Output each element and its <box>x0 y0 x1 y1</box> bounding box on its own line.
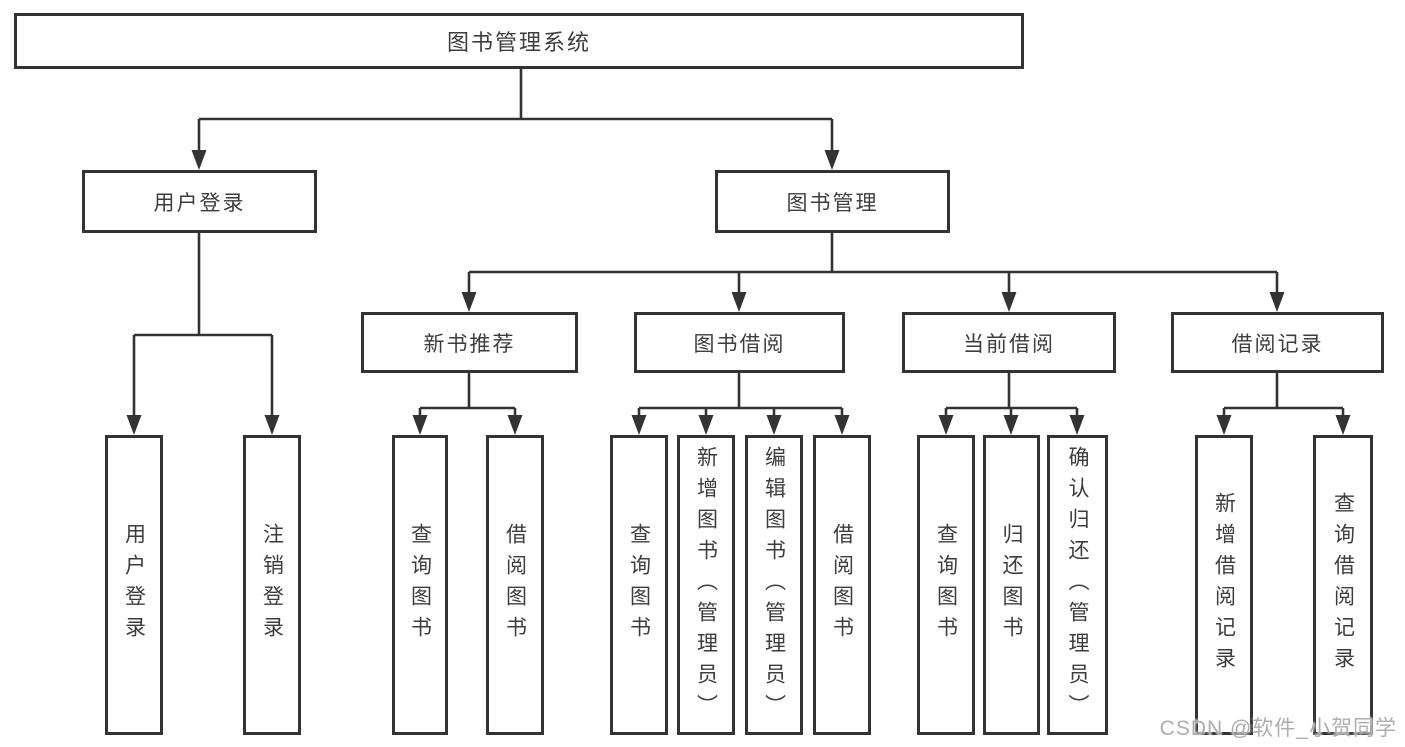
leaf-add-book-admin: 新增图书（管理员） <box>677 435 735 735</box>
watermark: CSDN @软件_小贺同学 <box>1159 717 1397 740</box>
node-current-borrow: 当前借阅 <box>902 312 1116 373</box>
node-new-book-recommend: 新书推荐 <box>361 312 578 373</box>
leaf-logout-label: 注销登录 <box>260 523 284 647</box>
leaf-borrow-books: 借阅图书 <box>813 435 871 735</box>
node-borrow-records: 借阅记录 <box>1171 312 1384 373</box>
leaf-logout: 注销登录 <box>243 435 301 735</box>
leaf-query-books-borrow-label: 查询图书 <box>627 523 651 647</box>
leaf-return-book: 归还图书 <box>983 435 1040 735</box>
leaf-confirm-return-admin: 确认归还（管理员） <box>1047 435 1108 735</box>
leaf-confirm-return-admin-label: 确认归还（管理员） <box>1066 445 1089 725</box>
leaf-query-books-recommend-label: 查询图书 <box>408 523 432 647</box>
node-book-management: 图书管理 <box>715 170 950 233</box>
node-book-management-label: 图书管理 <box>786 191 879 215</box>
node-new-book-recommend-label: 新书推荐 <box>423 332 516 356</box>
leaf-return-book-label: 归还图书 <box>1000 523 1023 647</box>
node-book-borrow: 图书借阅 <box>634 312 845 373</box>
leaf-user-login-label: 用户登录 <box>122 523 146 647</box>
node-book-borrow-label: 图书借阅 <box>693 332 786 356</box>
leaf-add-borrow-record-label: 新增借阅记录 <box>1212 492 1236 678</box>
node-root-label: 图书管理系统 <box>446 30 591 55</box>
leaf-query-borrow-record-label: 查询借阅记录 <box>1331 492 1355 678</box>
leaf-borrow-books-recommend: 借阅图书 <box>486 435 544 735</box>
leaf-query-borrow-record: 查询借阅记录 <box>1313 435 1373 735</box>
leaf-add-book-admin-label: 新增图书（管理员） <box>694 445 718 725</box>
leaf-query-books-current-label: 查询图书 <box>934 523 958 647</box>
leaf-query-books-borrow: 查询图书 <box>610 435 668 735</box>
node-root: 图书管理系统 <box>14 13 1024 69</box>
node-user-login-label: 用户登录 <box>153 191 246 215</box>
leaf-borrow-books-label: 借阅图书 <box>830 523 854 647</box>
leaf-edit-book-admin-label: 编辑图书（管理员） <box>762 445 786 725</box>
leaf-borrow-books-recommend-label: 借阅图书 <box>503 523 527 647</box>
leaf-edit-book-admin: 编辑图书（管理员） <box>745 435 803 735</box>
node-current-borrow-label: 当前借阅 <box>963 332 1055 356</box>
leaf-user-login: 用户登录 <box>105 435 163 735</box>
node-user-login: 用户登录 <box>82 170 317 233</box>
leaf-query-books-current: 查询图书 <box>917 435 975 735</box>
leaf-add-borrow-record: 新增借阅记录 <box>1195 435 1253 735</box>
leaf-query-books-recommend: 查询图书 <box>392 435 448 735</box>
node-borrow-records-label: 借阅记录 <box>1231 332 1324 356</box>
